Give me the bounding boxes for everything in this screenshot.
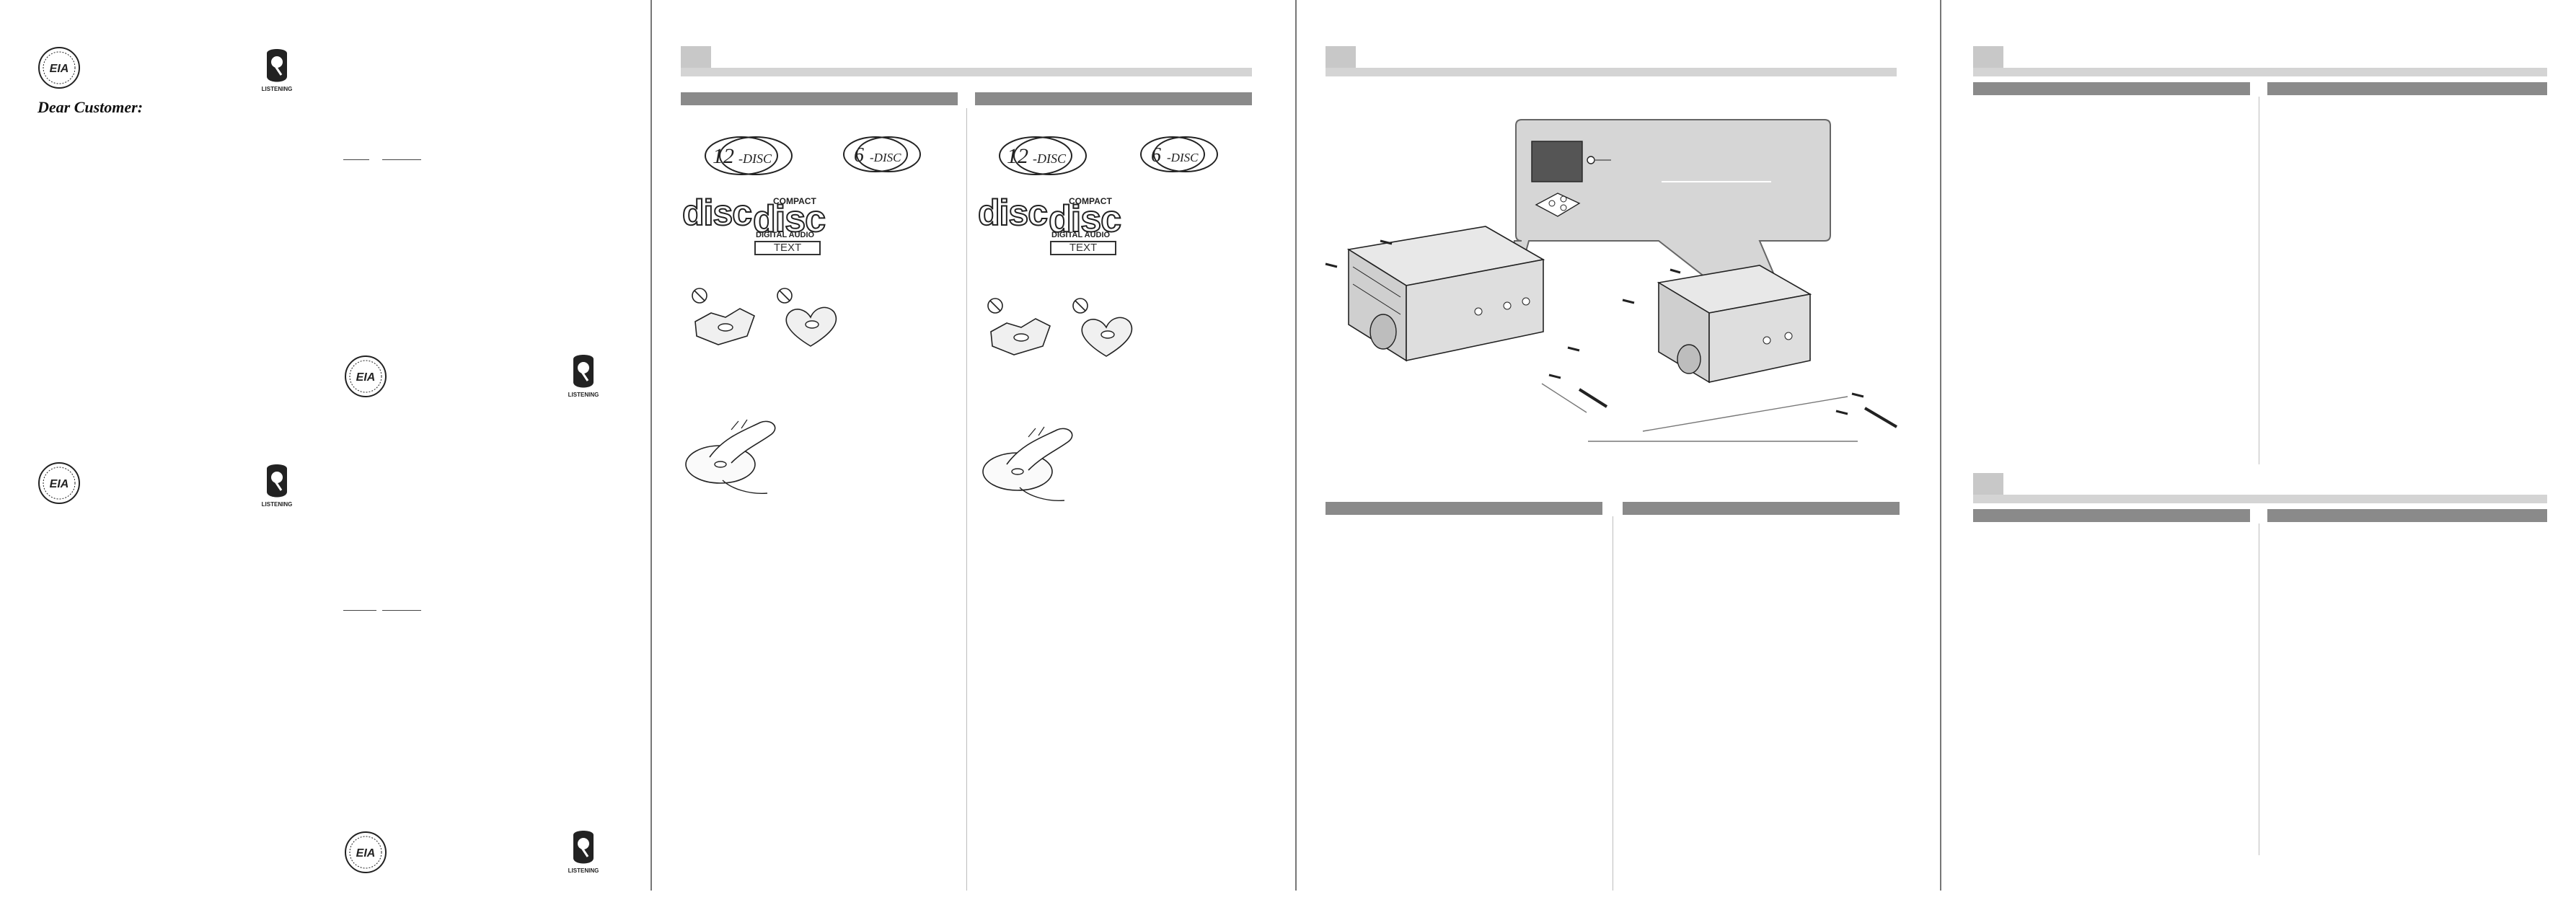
12-disc-logo-icon: 12 -DISC [705,136,793,175]
svg-text:-DISC: -DISC [738,151,772,166]
svg-text:EIA: EIA [356,847,376,860]
svg-text:-DISC: -DISC [1167,151,1199,164]
digital-audio-label: DIGITAL AUDIO [756,231,815,239]
svg-text:LISTENING: LISTENING [568,867,599,874]
q-seal-icon: LISTENING [568,355,599,398]
q-seal-icon: LISTENING [262,49,293,92]
section-header-bar [1973,495,2547,503]
page-rule [1940,0,1941,891]
disc-logo: disc [977,193,1049,233]
svg-text:EIA: EIA [50,478,69,490]
6-disc-logo-icon: 6 -DISC [843,136,921,172]
page-rule [650,0,652,891]
compact-disc-top: COMPACT [773,196,816,206]
column-header-bar [975,92,1252,105]
svg-text:6: 6 [854,144,864,167]
svg-text:12: 12 [1007,144,1028,168]
q-seal-icon: LISTENING [568,831,599,874]
compact-disc-logo: disc [752,198,826,240]
svg-text:-DISC: -DISC [1033,151,1067,166]
q-seal-icon: LISTENING [262,464,293,508]
column-header-bar [1973,82,2250,95]
cd-text-label: TEXT [754,241,821,255]
heart-disc-icon [1072,298,1133,357]
svg-text:-DISC: -DISC [870,151,901,164]
column-header-bar [1326,502,1602,515]
eia-seal-icon: EIA [38,47,80,89]
column-divider [966,108,967,891]
column-header-bar [2267,509,2547,522]
12-disc-logo-icon: 12 -DISC [999,136,1087,175]
svg-text:12: 12 [713,144,734,168]
eia-seal-icon: EIA [345,355,387,397]
eia-seal-label: EIA [50,63,69,75]
6-disc-logo-icon: 6 -DISC [1140,136,1218,172]
compact-disc-top: COMPACT [1069,196,1112,206]
page-rule [1295,0,1297,891]
underline [343,610,376,611]
column-header-bar [681,92,958,105]
eia-seal-icon: EIA [38,462,80,504]
irregular-disc-icon [692,288,755,345]
column-header-bar [1623,502,1900,515]
underline [343,159,369,160]
svg-text:6: 6 [1151,144,1161,167]
disc-cleaning-icon [685,419,776,495]
section-header-bar [1973,68,2547,76]
underline [382,159,421,160]
disc-logo: disc [682,193,753,233]
svg-text:LISTENING: LISTENING [262,501,293,508]
eia-seal-icon: EIA [345,831,387,873]
digital-audio-label: DIGITAL AUDIO [1051,231,1111,239]
irregular-disc-icon [987,298,1051,355]
column-header-bar [2267,82,2547,95]
column-header-bar [1973,509,2250,522]
section-header-bar [681,68,1252,76]
q-seal-caption: LISTENING [262,86,293,92]
compact-disc-logo: disc [1048,198,1122,240]
underline [382,610,421,611]
section-header-bar [1326,68,1897,76]
greeting: Dear Customer: [38,98,144,116]
svg-text:LISTENING: LISTENING [568,392,599,398]
heart-disc-icon [777,288,837,347]
disc-cleaning-icon [982,426,1073,502]
changer-installation-diagram [1325,119,1898,442]
svg-text:EIA: EIA [356,371,376,384]
cd-text-label: TEXT [1050,241,1116,255]
